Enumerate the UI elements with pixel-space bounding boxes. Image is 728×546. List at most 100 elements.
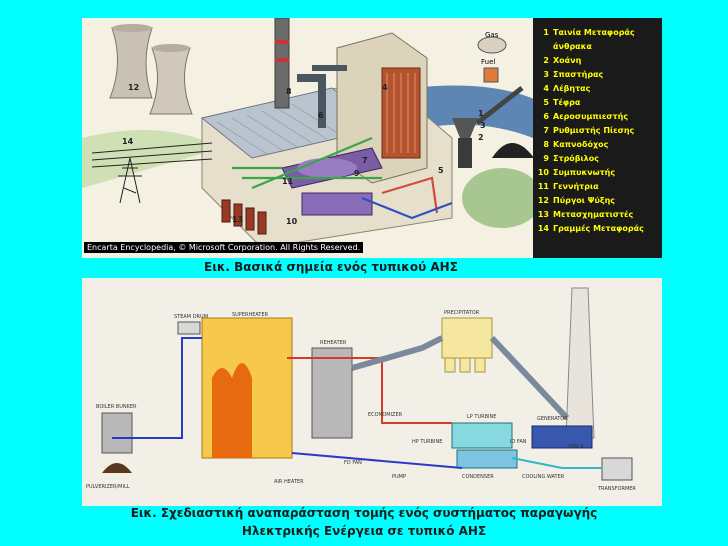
legend-item: άνθρακα (533, 40, 662, 54)
label-hp-turbine: HP TURBINE (412, 439, 442, 445)
pipes-red (381, 176, 439, 214)
pipe-water-blue (112, 337, 202, 439)
legend-number: 3 (543, 70, 549, 79)
label-transformer: TRANSFORMER (597, 486, 636, 492)
label-superheater: SUPERHEATER (232, 312, 269, 318)
legend-text: Χοάνη (553, 56, 582, 65)
legend-item: 5 Τέφρα (533, 96, 662, 110)
legend-text: Ρυθμιστής Πίεσης (553, 126, 635, 135)
legend-text: Συμπυκνωτής (553, 168, 616, 177)
transformer-shape (601, 457, 633, 481)
legend-number: 4 (543, 84, 549, 93)
caption-bottom-line1: Εικ. Σχεδιαστική αναπαράσταση τομής ενός… (130, 506, 598, 520)
furnace-flame (212, 363, 252, 458)
fuel-label: Fuel (481, 58, 496, 66)
stack-shape (565, 287, 595, 439)
copyright-notice: Encarta Encyclopedia, © Microsoft Corpor… (84, 242, 364, 253)
label-condenser: CONDENSER (462, 474, 494, 480)
diagram-number-3: 3 (480, 121, 486, 130)
condenser-block (301, 192, 373, 216)
pipe-steam-red (287, 357, 452, 424)
legend-text: άνθρακα (553, 42, 592, 51)
legend-number: 5 (543, 98, 549, 107)
legend-number: 2 (543, 56, 549, 65)
pipe-flue-gray (351, 335, 570, 421)
legend-text: Μετασχηματιστές (553, 210, 634, 219)
label-steam-drum: STEAM DRUM (174, 314, 208, 320)
legend-number: 12 (537, 196, 549, 205)
coal-pile (492, 143, 534, 158)
hopper (458, 138, 472, 168)
condenser-shape (456, 449, 518, 469)
pipe-cooling-cyan (511, 457, 602, 469)
diagram-number-8: 8 (286, 87, 292, 96)
legend-number: 8 (543, 140, 549, 149)
legend-number: 13 (537, 210, 549, 219)
legend-item: 2 Χοάνη (533, 54, 662, 68)
river (412, 85, 552, 138)
turbine-shape (451, 422, 513, 449)
pipes-green (232, 136, 382, 190)
legend-text: Λέβητας (553, 84, 591, 93)
transmission-tower (91, 142, 213, 204)
precipitator-shape (441, 317, 493, 373)
legend-number: 1 (543, 28, 549, 37)
legend-text: Πύργοι Ψύξης (553, 196, 616, 205)
label-stack: STACK (568, 444, 585, 450)
diagram-number-9: 9 (354, 169, 360, 178)
conveyor (475, 86, 524, 125)
pipes-blue (361, 196, 453, 220)
label-pulverizer: PULVERIZER/MILL (86, 484, 130, 490)
diagram-number-4: 4 (382, 83, 388, 92)
legend-item: 1 Ταινία Μεταφοράς (533, 26, 662, 40)
plant-schematic: STEAM DRUM SUPERHEATER REHEATER ECONOMIZ… (82, 278, 662, 506)
label-reheater: REHEATER (320, 340, 347, 346)
legend-item: 7 Ρυθμιστής Πίεσης (533, 124, 662, 138)
pipe-feed-blue (291, 452, 463, 469)
generator-shape (531, 425, 593, 449)
label-precipitator: PRECIPITATOR (444, 310, 480, 316)
label-air-heater: AIR HEATER (274, 479, 304, 485)
gas-tank (477, 36, 507, 54)
caption-bottom-line2: Ηλεκτρικής Ενέργεια σε τυπικό ΑΗΣ (241, 524, 487, 538)
label-cooling-water: COOLING WATER (522, 474, 565, 480)
diagram-number-10: 10 (286, 217, 298, 226)
legend-number: 10 (537, 168, 549, 177)
legend-item: 12 Πύργοι Ψύξης (533, 194, 662, 208)
label-generator: GENERATOR (537, 416, 568, 422)
gas-label: Gas (485, 31, 499, 39)
legend-number: 14 (537, 224, 549, 233)
diagram-numbers: 1 2 3 4 5 6 7 8 9 10 11 12 13 14 (122, 83, 486, 226)
cooling-tower-right (149, 47, 193, 115)
legend-text: Γεννήτρια (553, 182, 599, 191)
legend-item: 9 Στρόβιλος (533, 152, 662, 166)
legend-text: Ταινία Μεταφοράς (553, 28, 635, 37)
steam-drum-shape (177, 321, 201, 335)
label-lp-turbine: LP TURBINE (467, 414, 496, 420)
diagram-number-5: 5 (438, 166, 444, 175)
schematic-drawing: STEAM DRUM SUPERHEATER REHEATER ECONOMIZ… (86, 287, 636, 492)
legend-text: Στρόβιλος (553, 154, 599, 163)
diagram-number-13: 13 (232, 215, 243, 224)
legend-text: Τέφρα (553, 98, 581, 107)
legend-number: 9 (543, 154, 549, 163)
hill (82, 130, 222, 188)
caption-top: Εικ. Βασικά σημεία ενός τυπικού ΑΗΣ (204, 260, 458, 274)
trees-right (462, 168, 542, 228)
legend-number: 6 (543, 112, 549, 121)
diagram-number-12: 12 (128, 83, 139, 92)
label-fd-fan: FD FAN (344, 460, 362, 466)
label-boiler-bunker: BOILER BUNKER (96, 404, 137, 410)
cooling-tower-left (109, 27, 153, 99)
legend-item: 10 Συμπυκνωτής (533, 166, 662, 180)
label-pump: PUMP (392, 474, 406, 480)
ducts (297, 74, 326, 128)
legend-number: 7 (543, 126, 549, 135)
diagram-number-6: 6 (318, 111, 324, 120)
legend-item: 13 Μετασχηματιστές (533, 208, 662, 222)
